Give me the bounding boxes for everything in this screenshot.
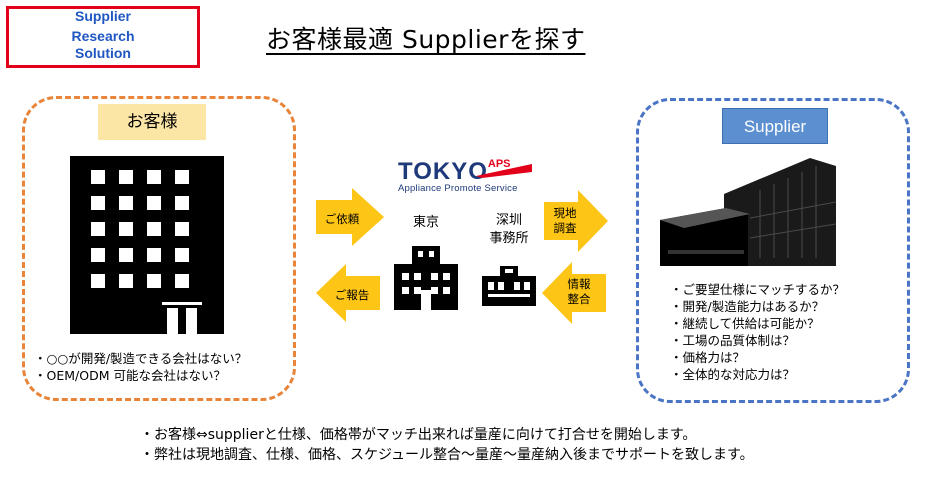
supplier-question-list: ・ご要望仕様にマッチするか？ ・開発/製造能力はあるか？ ・継続して供給は可能か… bbox=[670, 281, 845, 383]
supplier-question: ・価格力は？ bbox=[670, 350, 746, 365]
supplier-question: ・開発/製造能力はあるか？ bbox=[670, 299, 825, 314]
logo-swoosh-icon bbox=[476, 164, 532, 178]
customer-question: ・OEM/ODM 可能な会社はない？ bbox=[34, 368, 226, 383]
info-label-line-2: 整合 bbox=[567, 292, 591, 306]
summary-notes: ・お客様⇔supplierと仕様、価格帯がマッチ出来れば量産に向けて打合せを開始… bbox=[140, 425, 754, 465]
tokyo-office-icon bbox=[394, 246, 458, 310]
logo-subtitle: Appliance Promote Service bbox=[398, 183, 518, 194]
solution-badge bbox=[6, 6, 200, 68]
supplier-question: ・全体的な対応力は？ bbox=[670, 367, 796, 382]
shenzhen-label-line-2: 事務所 bbox=[489, 231, 529, 246]
badge-line-3: Solution bbox=[75, 45, 131, 61]
tokyo-aps-logo: TOKYOAPS Appliance Promote Service bbox=[398, 158, 518, 194]
request-arrow-icon bbox=[316, 188, 384, 246]
survey-label-line-1: 現地 bbox=[553, 206, 577, 220]
customer-label: お客様 bbox=[98, 104, 206, 140]
request-label: ご依頼 bbox=[324, 212, 360, 226]
supplier-label: Supplier bbox=[722, 108, 828, 144]
solution-badge-text: Supplier Research Solution bbox=[6, 6, 200, 63]
supplier-question: ・工場の品質体制は？ bbox=[670, 333, 796, 348]
summary-note: ・弊社は現地調査、仕様、価格、スケジュール整合～量産～量産納入後までサポートを致… bbox=[140, 447, 754, 463]
survey-label-line-2: 調査 bbox=[553, 221, 577, 235]
shenzhen-office-icon bbox=[482, 266, 536, 306]
logo-aps-text: APS bbox=[487, 158, 511, 170]
customer-question: ・○○が開発/製造できる会社はない？ bbox=[34, 351, 248, 366]
badge-line-1: Supplier bbox=[74, 8, 131, 24]
factory-building-icon bbox=[660, 158, 836, 266]
supplier-question: ・継続して供給は可能か？ bbox=[670, 316, 820, 331]
summary-note: ・お客様⇔supplierと仕様、価格帯がマッチ出来れば量産に向けて打合せを開始… bbox=[140, 427, 697, 443]
customer-box bbox=[22, 96, 296, 401]
report-label: ご報告 bbox=[334, 288, 370, 302]
badge-line-2: Research bbox=[71, 28, 135, 44]
supplier-question: ・ご要望仕様にマッチするか？ bbox=[670, 282, 846, 297]
info-label: 情報 整合 bbox=[562, 277, 596, 307]
supplier-box bbox=[636, 98, 910, 403]
survey-arrow-icon bbox=[544, 190, 608, 252]
survey-label: 現地 調査 bbox=[548, 206, 582, 236]
shenzhen-office-label: 深圳 事務所 bbox=[484, 212, 534, 248]
logo-main-text: TOKYO bbox=[398, 158, 488, 185]
tokyo-office-label: 東京 bbox=[412, 215, 439, 230]
report-arrow-icon bbox=[316, 264, 380, 322]
page-title: お客様最適 Supplierを探す bbox=[266, 25, 586, 54]
shenzhen-label-line-1: 深圳 bbox=[495, 213, 522, 228]
customer-question-list: ・○○が開発/製造できる会社はない？ ・OEM/ODM 可能な会社はない？ bbox=[34, 350, 247, 384]
info-label-line-1: 情報 bbox=[567, 277, 591, 291]
office-building-icon bbox=[70, 156, 224, 334]
info-arrow-icon bbox=[542, 262, 606, 324]
